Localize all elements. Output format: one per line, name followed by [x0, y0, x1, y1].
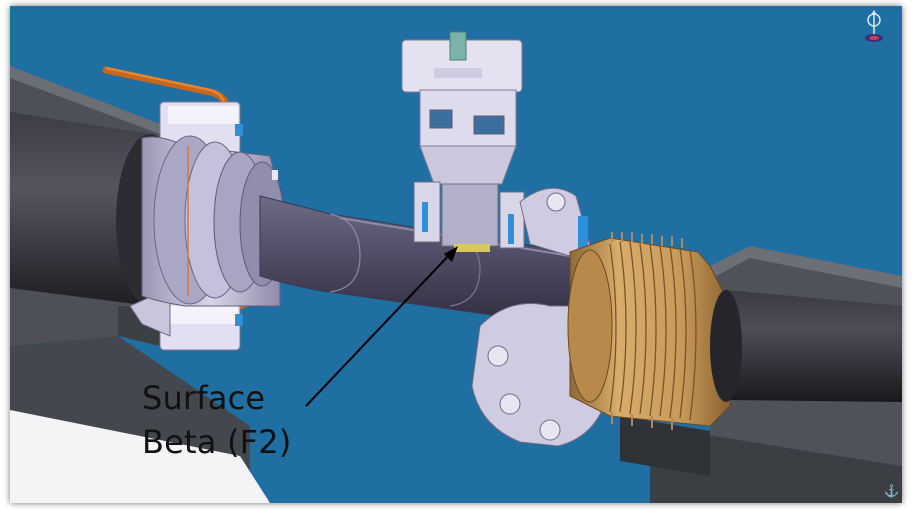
orientation-triad-icon[interactable]: [862, 10, 886, 46]
anchor-icon: ⚓: [884, 484, 899, 498]
annotation-leader-arrow: [305, 246, 458, 407]
cad-viewport[interactable]: Surface Beta (F2) ⚓: [10, 6, 902, 503]
right-beam-pipe: [710, 290, 902, 402]
top-port-assembly: [401, 31, 525, 252]
annotation-line-1: Surface: [142, 379, 266, 417]
floor-plane: [10, 410, 270, 503]
model-render[interactable]: [10, 6, 902, 503]
annotation-line-2: Beta (F2): [142, 423, 292, 461]
left-flange: [129, 101, 285, 351]
bellows: [567, 232, 731, 430]
surface-beta-patch: [454, 244, 490, 252]
annotation-label: Surface Beta (F2): [142, 376, 332, 464]
